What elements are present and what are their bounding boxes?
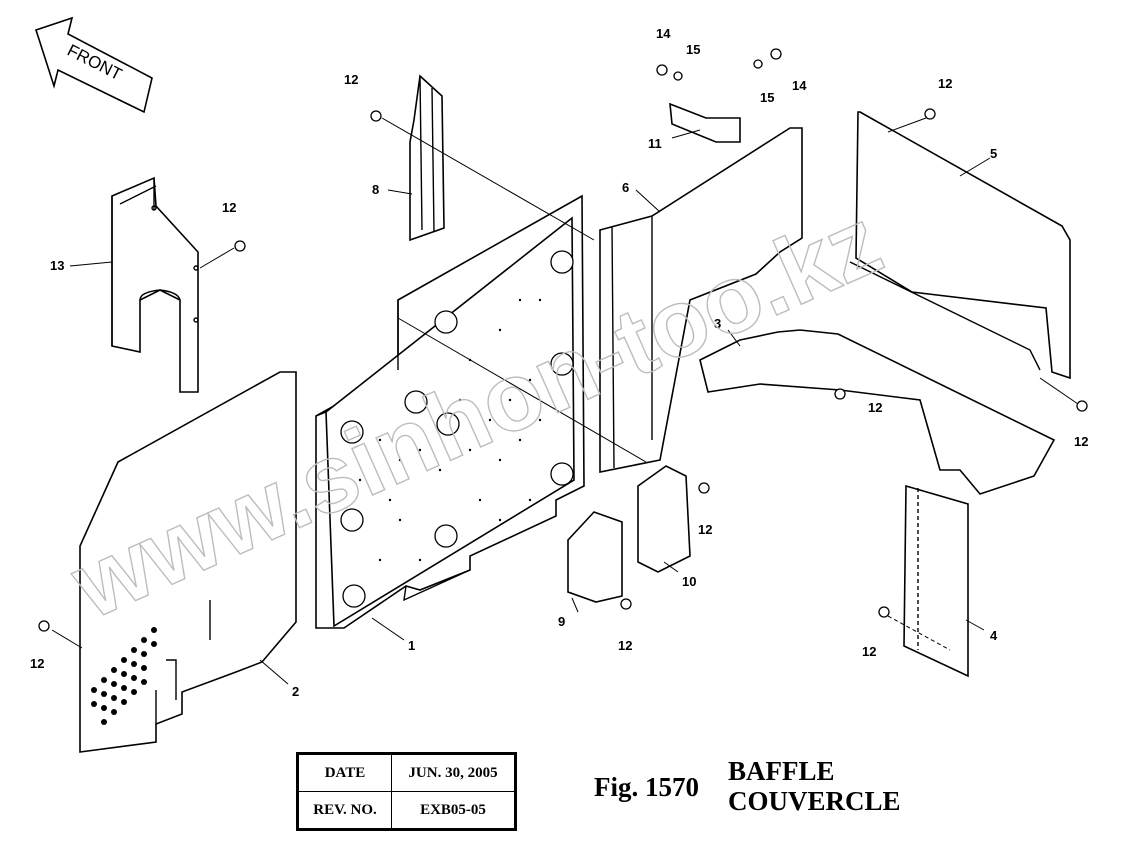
callout-4: 4 [990, 628, 998, 643]
callout-12-b: 12 [222, 200, 236, 215]
callout-10: 10 [682, 574, 696, 589]
callout-12-d: 12 [30, 656, 44, 671]
figure-title-english: BAFFLE [728, 756, 835, 786]
part-4-side-strip [903, 484, 969, 678]
callout-11: 11 [648, 136, 662, 151]
date-value: JUN. 30, 2005 [391, 753, 516, 792]
part-2-perforated-cover [79, 371, 297, 753]
part-9-clamp [567, 511, 623, 603]
callout-9: 9 [558, 614, 565, 629]
callout-1: 1 [408, 638, 415, 653]
callout-12-a: 12 [344, 72, 358, 87]
callout-labels: 1 2 3 4 5 6 8 9 10 11 12 12 12 12 12 12 … [30, 26, 1088, 699]
part-13-bracket [111, 176, 199, 393]
rev-label: REV. NO. [297, 791, 392, 830]
callout-14-a: 14 [656, 26, 671, 41]
callout-14-b: 14 [792, 78, 807, 93]
callout-15-a: 15 [686, 42, 700, 57]
part-11-bracket [669, 102, 741, 143]
rev-value: EXB05-05 [391, 791, 516, 830]
bolts [38, 48, 1088, 632]
callout-2: 2 [292, 684, 299, 699]
callout-12-g: 12 [698, 522, 712, 537]
part-1-panel [315, 194, 585, 629]
callout-6: 6 [622, 180, 629, 195]
callout-12-f: 12 [618, 638, 632, 653]
callout-5: 5 [990, 146, 997, 161]
callout-12-c: 12 [938, 76, 952, 91]
callout-8: 8 [372, 182, 379, 197]
leader-lines [51, 117, 1079, 685]
revision-table: DATE JUN. 30, 2005 REV. NO. EXB05-05 [296, 752, 517, 831]
figure-number: Fig. 1570 [594, 772, 699, 802]
part-8-plate [409, 74, 445, 242]
callout-12-h: 12 [868, 400, 882, 415]
part-3-floor-plate [699, 329, 1056, 495]
part-6-side-panel [599, 127, 803, 473]
front-arrow: FRONT [34, 16, 153, 114]
part-10-clamp [637, 465, 691, 573]
callout-12-e: 12 [862, 644, 876, 659]
figure-title: BAFFLE COUVERCLE [728, 756, 901, 816]
figure-title-french: COUVERCLE [728, 786, 901, 816]
callout-3: 3 [714, 316, 721, 331]
date-label: DATE [297, 753, 392, 792]
callout-12-i: 12 [1074, 434, 1088, 449]
callout-13: 13 [50, 258, 64, 273]
part-5-panel [849, 111, 1071, 380]
callout-15-b: 15 [760, 90, 774, 105]
